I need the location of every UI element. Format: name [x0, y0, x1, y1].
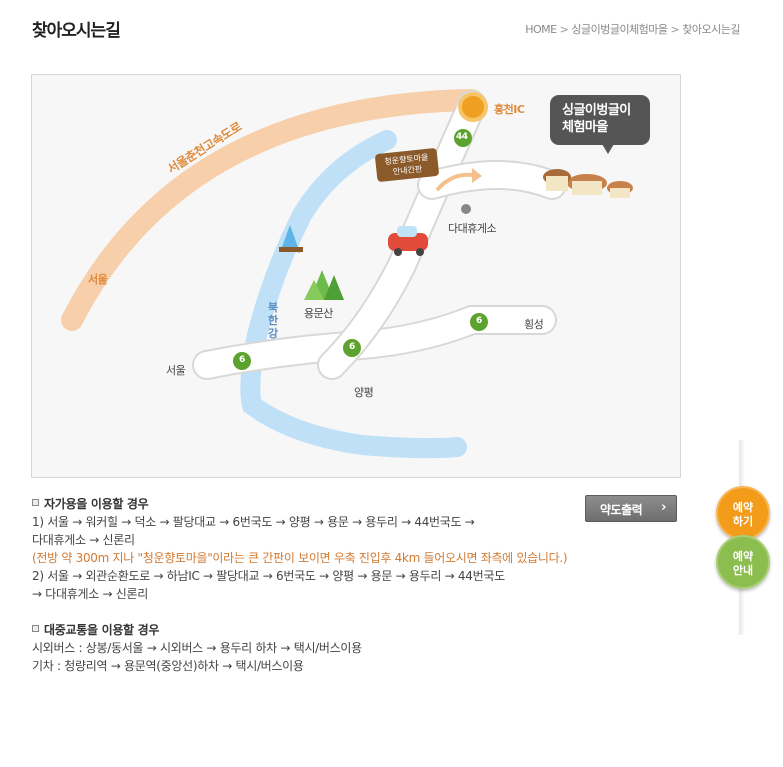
page-title: 찾아오시는길 [32, 21, 121, 41]
map-label-mountain: 용문산 [304, 307, 333, 320]
square-bullet-icon [32, 499, 39, 506]
route-44-badge [454, 129, 472, 147]
quick-reserve-button[interactable]: 예약 하기 [716, 486, 770, 540]
chevron-right-icon: > [670, 23, 680, 36]
mountain-trees-icon [304, 270, 344, 300]
transit-line: 시외버스 : 상봉/동서울 → 시외버스 → 용두리 하차 → 택시/버스이용 [32, 641, 362, 655]
breadcrumb-village[interactable]: 싱글이벙글이체험마을 [571, 23, 668, 36]
village-bubble-line: 싱글이벙글이 [562, 103, 631, 118]
direction-arrow-icon [435, 172, 473, 192]
car-route-line: 2) 서울 → 외관순환도로 → 하남IC → 팔당대교 → 6번국도 → 양평… [32, 569, 505, 583]
square-bullet-icon [32, 625, 39, 632]
village-bubble: 싱글이벙글이 체험마을 [550, 95, 650, 154]
car-route-note: (전방 약 300m 지나 "청운향토마을"이라는 큰 간판이 보이면 우축 진… [32, 551, 568, 565]
breadcrumb-current: 찾아오시는길 [682, 23, 740, 36]
breadcrumb-home[interactable]: HOME [525, 23, 557, 36]
route-6-badge [343, 339, 361, 357]
village-bubble-line: 체험마을 [562, 120, 608, 135]
village-houses-icon [543, 169, 633, 198]
road-route-44-fill [319, 92, 485, 378]
map-label-yangpyeong: 양평 [354, 386, 374, 399]
map-label-river: 북한강 [268, 301, 278, 340]
map-label-seoul-left: 서울 [88, 273, 108, 286]
route-44-label: 44 [456, 132, 468, 142]
print-map-label: 약도출력 [600, 503, 643, 517]
expressway-road [61, 89, 483, 331]
direction-arrow-head-icon [472, 168, 482, 183]
map-label-rest-area: 다대휴게소 [448, 222, 497, 235]
car-icon [388, 226, 428, 256]
rest-area-dot-icon [461, 204, 471, 214]
ic-marker-icon [458, 92, 488, 122]
car-section-title: 자가용을 이용할 경우 [32, 495, 577, 513]
map-label-seoul-bottom: 서울 [166, 364, 186, 377]
quick-guide-button[interactable]: 예약 안내 [716, 535, 770, 589]
map-label-hoengseong: 횡성 [524, 318, 544, 331]
map-drawing [61, 89, 633, 459]
car-route-line: → 다대휴게소 → 신론리 [32, 587, 148, 601]
route-6-badge [233, 352, 251, 370]
transit-section-title: 대중교통을 이용할 경우 [32, 621, 577, 639]
print-map-button[interactable]: 약도출력 › [585, 495, 677, 522]
route-6-label: 6 [349, 342, 355, 352]
car-route-line: 1) 서울 → 워커힐 → 덕소 → 팔당대교 → 6번국도 → 양평 → 용문… [32, 515, 475, 529]
chevron-right-icon: > [559, 23, 569, 36]
breadcrumb: HOME>싱글이벙글이체험마을>찾아오시는길 [525, 21, 740, 37]
chevron-right-icon: › [661, 500, 666, 515]
route-6-label: 6 [239, 355, 245, 365]
route-6-badge [470, 313, 488, 331]
map-label-ic: 홍천IC [494, 103, 525, 116]
transit-line: 기차 : 청량리역 → 용문역(중앙선)하차 → 택시/버스이용 [32, 659, 304, 673]
directions-map: 서울춘천고속도로 서울 홍천IC 북한강 용문산 다대휴게소 서울 양평 횡성 … [31, 74, 681, 478]
car-route-line: 다대휴게소 → 신론리 [32, 533, 135, 547]
boat-icon [279, 225, 303, 253]
route-6-label: 6 [476, 316, 482, 326]
directions-text: 자가용을 이용할 경우 1) 서울 → 워커힐 → 덕소 → 팔당대교 → 6번… [32, 495, 577, 675]
